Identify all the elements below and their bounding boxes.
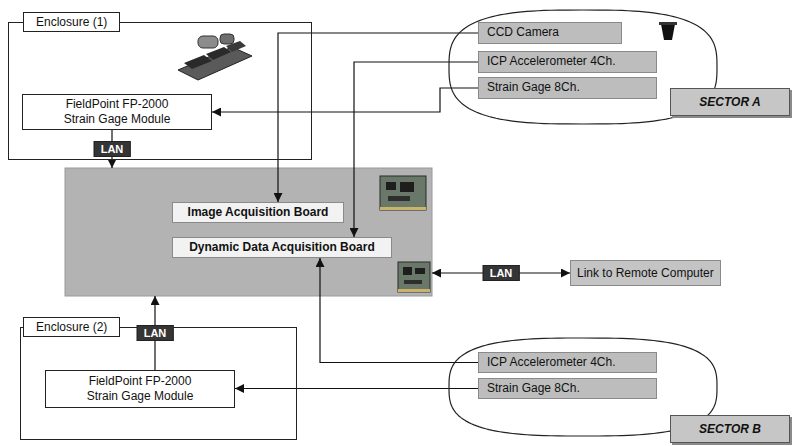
sector-tag: SECTOR A xyxy=(670,88,790,116)
sector-tag: SECTOR B xyxy=(670,415,790,443)
sensor-box: Strain Gage 8Ch. xyxy=(478,77,657,99)
board-label: Dynamic Data Acquisition Board xyxy=(172,237,392,258)
lan-label: LAN xyxy=(483,265,520,281)
fieldpoint-device-picture xyxy=(178,34,252,80)
strain-gage-module: FieldPoint FP-2000 Strain Gage Module xyxy=(22,94,212,130)
enclosure-outline: Enclosure (1)FieldPoint FP-2000 Strain G… xyxy=(8,22,312,160)
box-text: Image Acquisition Board xyxy=(188,205,329,220)
box-text: Strain Gage 8Ch. xyxy=(487,80,580,95)
sensor-box: CCD Camera xyxy=(478,22,622,44)
signal-arrow xyxy=(235,388,478,389)
enclosure-tag: Enclosure (2) xyxy=(23,317,120,337)
box-text: Strain Gage 8Ch. xyxy=(487,381,580,396)
data-board-picture xyxy=(398,262,430,292)
box-text: FieldPoint FP-2000 Strain Gage Module xyxy=(52,97,182,127)
sector-name: SECTOR B xyxy=(699,422,761,436)
enclosure-outline: Enclosure (2)FieldPoint FP-2000 Strain G… xyxy=(20,327,297,440)
box-text: ICP Accelerometer 4Ch. xyxy=(487,54,616,69)
strain-gage-module: FieldPoint FP-2000 Strain Gage Module xyxy=(45,370,235,408)
box-text: Link to Remote Computer xyxy=(577,266,714,281)
enclosure-name: Enclosure (2) xyxy=(36,320,107,334)
sensor-box: Strain Gage 8Ch. xyxy=(478,378,657,399)
acquisition-panel: Image Acquisition BoardDynamic Data Acqu… xyxy=(65,168,432,296)
enclosure-tag: Enclosure (1) xyxy=(23,12,120,32)
sensor-box: ICP Accelerometer 4Ch. xyxy=(478,352,657,373)
sensor-box: ICP Accelerometer 4Ch. xyxy=(478,51,657,73)
signal-arrow xyxy=(278,33,478,202)
enclosure-name: Enclosure (1) xyxy=(36,15,107,29)
box-text: ICP Accelerometer 4Ch. xyxy=(487,355,616,370)
image-board-picture xyxy=(380,176,426,210)
lan-label: LAN xyxy=(94,141,131,157)
sector-name: SECTOR A xyxy=(699,95,760,109)
lan-label: LAN xyxy=(137,325,174,341)
camera-icon xyxy=(659,22,677,40)
sector-outline: SECTOR BICP Accelerometer 4Ch.Strain Gag… xyxy=(448,337,718,437)
box-text: Dynamic Data Acquisition Board xyxy=(189,240,375,255)
system-panel-ground xyxy=(65,168,432,296)
board-label: Image Acquisition Board xyxy=(172,202,344,223)
signal-arrow xyxy=(320,258,478,363)
sector-outline: SECTOR ACCD CameraICP Accelerometer 4Ch.… xyxy=(448,9,718,125)
box-text: CCD Camera xyxy=(487,25,559,40)
box-text: FieldPoint FP-2000 Strain Gage Module xyxy=(75,374,205,404)
remote-link-box: Link to Remote Computer xyxy=(570,260,721,286)
signal-arrow xyxy=(212,88,478,112)
